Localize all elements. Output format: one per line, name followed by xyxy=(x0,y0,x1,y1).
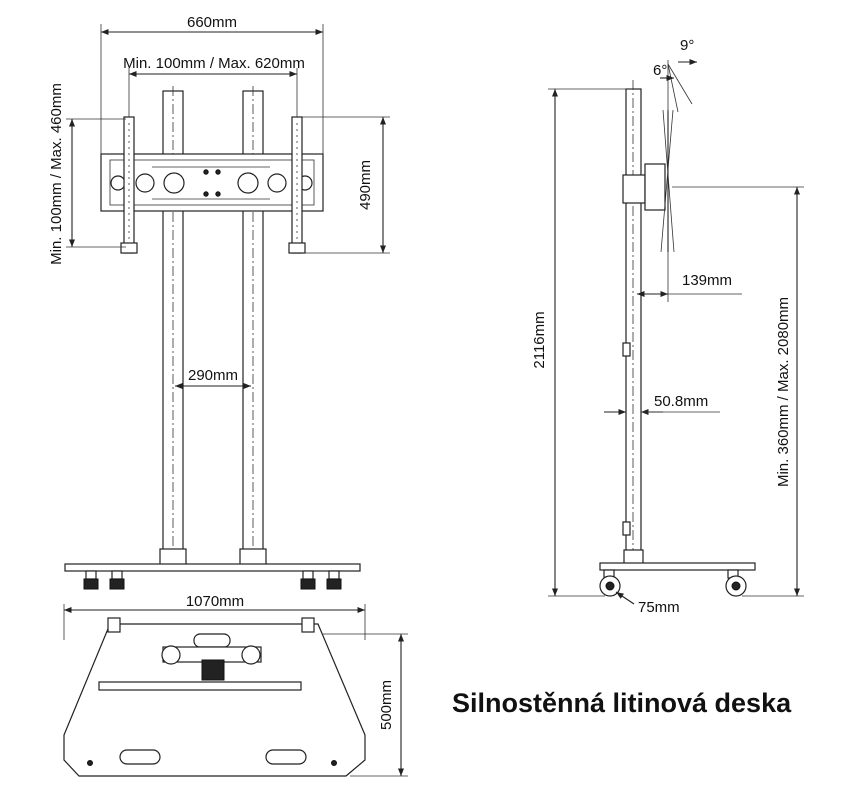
mounting-plate xyxy=(100,153,324,212)
total-height-label: 2116mm xyxy=(531,311,548,368)
tilt-up-label: 9° xyxy=(680,37,694,54)
side-view: 9° 6° 2116mm 139mm 50.8mm xyxy=(531,37,804,616)
pole-spacing-label: 290mm xyxy=(188,367,238,384)
side-base-plate xyxy=(599,562,756,571)
height-range-label: Min. 360mm / Max. 2080mm xyxy=(775,297,792,487)
left-pole-collar xyxy=(159,548,187,566)
side-pole xyxy=(625,88,642,552)
wheel-diameter-label: 75mm xyxy=(638,599,680,616)
left-wheel xyxy=(599,569,621,597)
plate-height-label: 490mm xyxy=(357,160,374,210)
side-bracket xyxy=(622,174,646,204)
base-plate-front xyxy=(64,563,361,590)
base-depth-label: 500mm xyxy=(378,680,395,730)
product-caption: Silnostěnná litinová deska xyxy=(452,688,792,718)
vertical-range-label: Min. 100mm / Max. 460mm xyxy=(48,83,65,265)
bracket-range-label: Min. 100mm / Max. 620mm xyxy=(123,55,305,72)
front-view: 660mm Min. 100mm / Max. 620mm Min. 100mm… xyxy=(48,14,390,590)
right-pole-collar xyxy=(239,548,267,566)
base-top-view: 1070mm 500mm xyxy=(63,593,408,777)
base-plate-outline xyxy=(63,623,366,777)
tilt-down-label: 6° xyxy=(653,62,667,79)
pole-diameter-label: 50.8mm xyxy=(654,393,708,410)
base-length-label: 1070mm xyxy=(186,593,244,610)
wall-offset-label: 139mm xyxy=(682,272,732,289)
width-overall-label: 660mm xyxy=(187,14,237,31)
right-wheel xyxy=(725,569,747,597)
